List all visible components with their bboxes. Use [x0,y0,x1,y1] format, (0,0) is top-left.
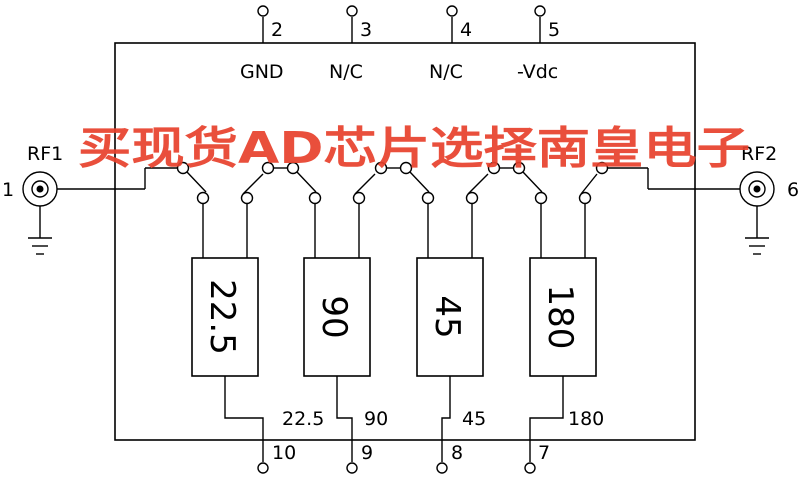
section-22-5: 22.5 22.5 10 [176,161,324,474]
switch-node [512,161,526,175]
control-label: 45 [462,408,486,430]
phase-value: 22.5 [202,279,242,355]
control-label: 180 [568,408,604,430]
pin-number: 4 [460,19,472,41]
switch-arm [296,171,317,193]
pin-number: 5 [548,19,560,41]
top-pin-4: 4 N/C [429,5,472,83]
top-pin-3: 3 N/C [329,5,372,83]
control-pin [524,462,536,474]
pin-number: 8 [451,442,463,464]
rf2-pin-number: 6 [787,179,799,201]
control-pin [257,462,269,474]
control-pin [346,462,358,474]
ground-icon [28,237,52,255]
pin-number: 9 [361,442,373,464]
switch-node [286,161,300,175]
section-45: 45 45 8 [387,161,501,474]
section-90: 90 90 9 [274,161,388,474]
switch-contact [352,191,366,205]
pin-number: 10 [272,442,296,464]
switch-contact [578,191,592,205]
rf2-port: RF2 6 [608,143,799,255]
rf1-label: RF1 [27,143,63,165]
pin-name-gnd: GND [240,61,284,83]
rf1-pin-number: 1 [2,179,14,201]
pin-name-vdc: -Vdc [517,61,558,83]
pin-name-nc: N/C [429,61,463,83]
top-pin-2: 2 GND [240,5,284,83]
package-outline [114,42,696,441]
switch-arm [186,171,207,193]
control-label: 90 [364,408,388,430]
control-pin [436,462,448,474]
phase-value: 180 [540,285,580,350]
section-180: 180 180 7 [500,161,609,474]
switch-node [487,161,501,175]
switch-contact [465,191,479,205]
phase-value: 45 [427,295,467,338]
switch-contact [534,191,548,205]
rf1-port: RF1 1 [2,143,177,255]
pin-name-nc: N/C [329,61,363,83]
switch-node [374,161,388,175]
switch-node [595,161,609,175]
rf2-label: RF2 [741,143,777,165]
switch-arm [242,173,264,195]
pin-number: 2 [271,19,283,41]
watermark-text: 买现货AD芯片选择南皇电子 [78,123,750,174]
top-pin-5: 5 -Vdc [517,5,560,83]
switch-arm [354,173,376,195]
switch-arm [522,171,543,193]
switch-contact [421,191,435,205]
phase-value: 90 [314,295,354,338]
switch-contact [240,191,254,205]
pin-number: 3 [360,19,372,41]
switch-arm [409,171,430,193]
switch-contact [308,191,322,205]
switch-node [176,161,190,175]
pin-number: 7 [538,442,550,464]
switch-node [399,161,413,175]
switch-arm [467,173,489,195]
ground-icon [745,237,769,255]
control-label: 22.5 [282,408,324,430]
switch-node [261,161,275,175]
switch-arm [580,173,598,195]
switch-contact [196,191,210,205]
